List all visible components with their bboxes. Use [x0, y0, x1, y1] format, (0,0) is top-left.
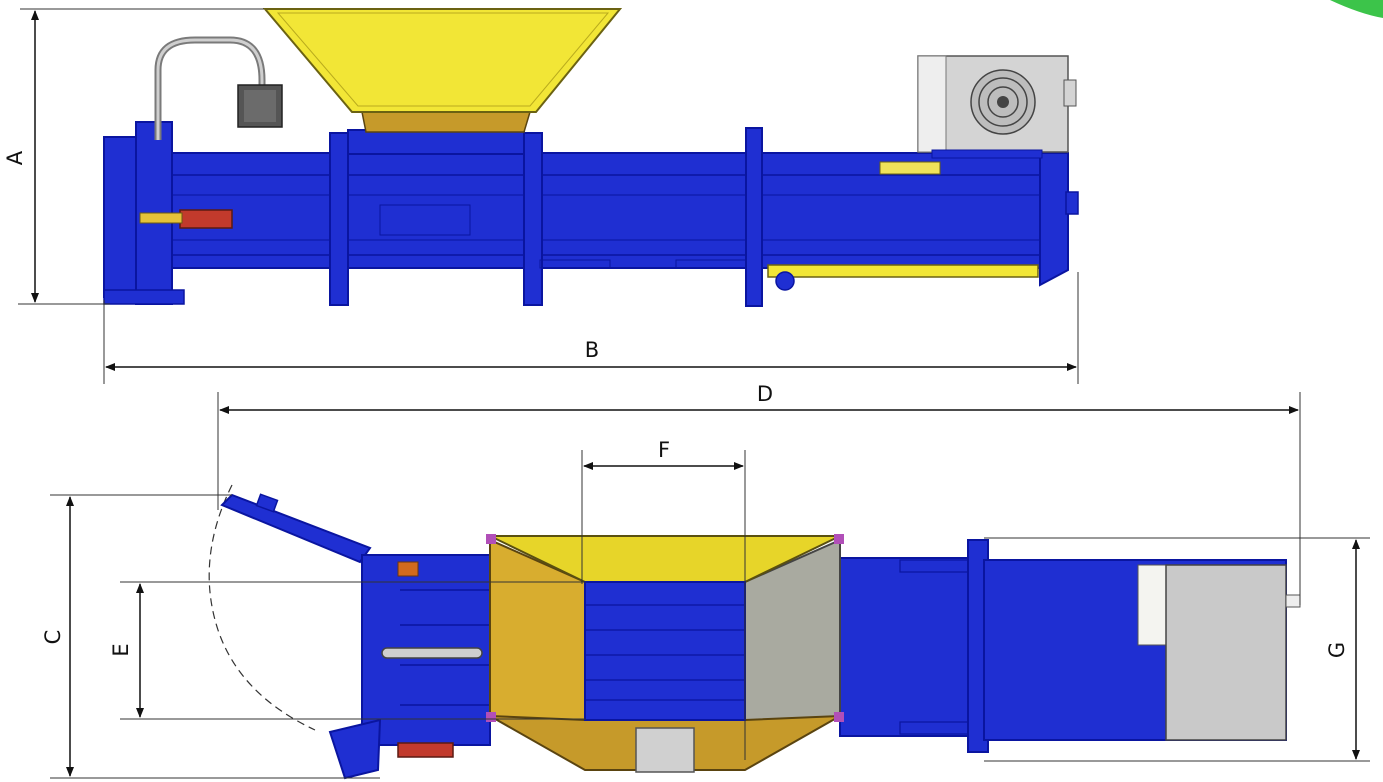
dimension-e-label: E	[109, 643, 133, 656]
door-swing-arc	[208, 484, 316, 731]
side-hopper-base	[347, 129, 525, 155]
side-view	[103, 8, 1079, 307]
dimension-a-label: A	[3, 150, 27, 165]
dimension-f: F	[581, 438, 746, 760]
top-hydraulic-cylinder	[397, 742, 454, 758]
dimension-e: E	[109, 581, 586, 720]
dimension-f-label: F	[658, 438, 670, 462]
dimension-c: C	[41, 494, 380, 779]
top-motor-cover	[1165, 564, 1287, 741]
top-pull-rod	[381, 647, 483, 659]
top-hopper-floor	[584, 581, 746, 721]
corner-tab	[1330, 0, 1383, 18]
top-view	[208, 484, 1301, 780]
side-outlet-end	[1039, 152, 1069, 287]
dimension-b: B	[103, 272, 1079, 384]
side-hydraulic-cylinder	[179, 209, 233, 229]
top-channel	[839, 557, 981, 737]
dimension-g: G	[984, 537, 1370, 762]
dimension-b-label: B	[585, 338, 599, 362]
dimension-d-label: D	[757, 382, 773, 406]
side-bale-rail	[767, 264, 1039, 278]
side-label-plate	[879, 161, 941, 175]
dimension-a: A	[3, 8, 264, 305]
dimension-c-label: C	[41, 630, 65, 645]
dimension-d: D	[217, 382, 1301, 605]
dimension-g-label: G	[1325, 642, 1349, 658]
top-open-door	[220, 493, 372, 564]
side-hopper	[262, 8, 623, 113]
